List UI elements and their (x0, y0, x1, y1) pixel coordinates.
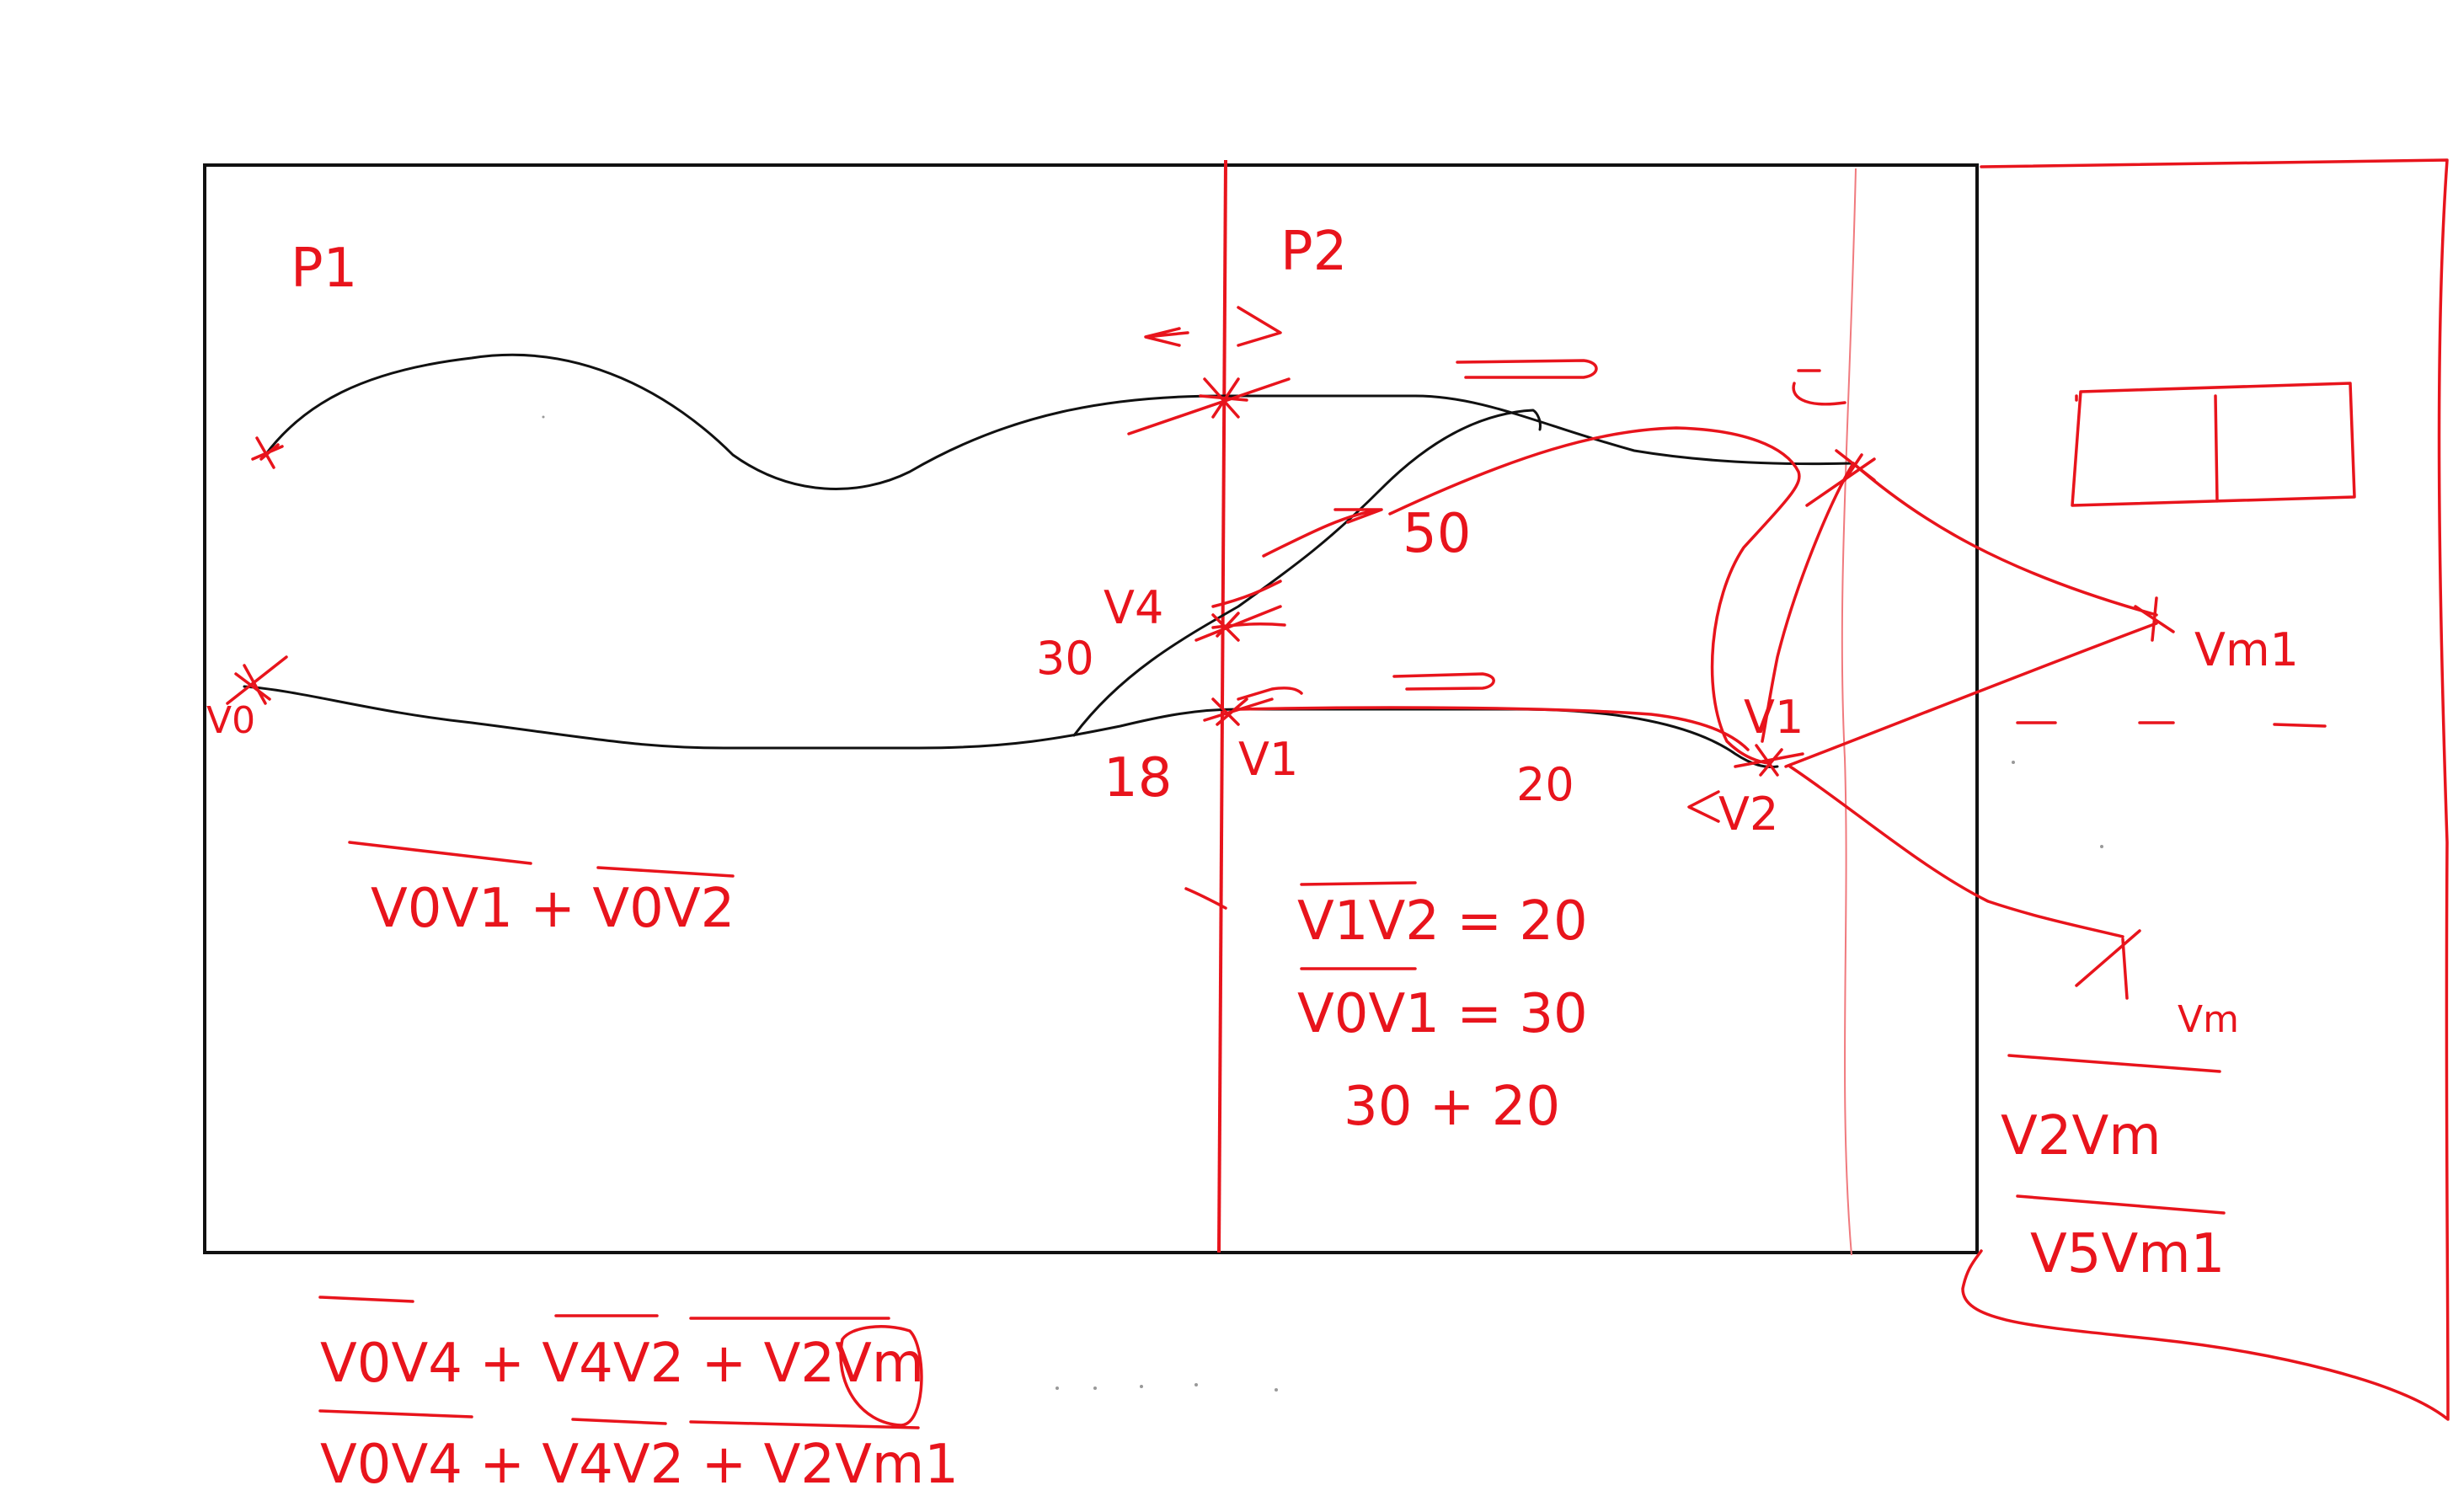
arrow-right-long (1456, 359, 1598, 379)
vertex-label-vm: Vm (2178, 998, 2239, 1041)
vertex-marker-vm1 (2134, 596, 2175, 642)
weight-50: 50 (1403, 503, 1471, 565)
vertex-marker-right-top (1805, 449, 1876, 507)
overline-e8 (318, 1409, 920, 1429)
red-line-p2-lower (1237, 706, 1750, 751)
arrow-left-top (1144, 327, 1189, 347)
expression-e1: V0V1 + V0V2 (371, 878, 735, 940)
expression-e5: V2Vm (2001, 1105, 2162, 1167)
expression-e2: V1V2 = 20 (1297, 890, 1588, 953)
weight-20: 20 (1516, 758, 1574, 811)
arrow-right-top (1237, 306, 1282, 347)
red-line-v1-to-vm (1788, 765, 2124, 938)
circle-vm (839, 1325, 923, 1427)
expression-e4: 30 + 20 (1344, 1076, 1560, 1138)
overline-e7 (318, 1296, 890, 1320)
expression-e3: V0V1 = 30 (1297, 983, 1588, 1045)
expression-e6: V5Vm1 (2030, 1223, 2225, 1285)
vertex-label-v0: V0 (206, 699, 255, 742)
vertex-marker-v4 (1194, 605, 1282, 642)
vertex-label-vm1: Vm1 (2194, 623, 2299, 676)
weight-18: 18 (1104, 747, 1172, 809)
overline-e2 (1300, 881, 1417, 886)
red-line-top-to-vm1 (1852, 462, 2158, 617)
region-label-p2: P2 (1280, 221, 1347, 283)
arrow-left-v2 (1687, 790, 1720, 823)
faint-dots (542, 415, 2103, 1392)
vertex-marker-vm (2075, 929, 2141, 1000)
vertex-marker-upper-divider (1127, 377, 1291, 435)
overline-e5 (2007, 1054, 2221, 1073)
diagonal-path-curve (1072, 409, 1542, 737)
thin-boundary-line (1841, 168, 1857, 1256)
arrow-right-lower (1392, 672, 1495, 691)
vertex-label-v1-lower: V1 (1238, 733, 1298, 786)
vertex-marker-top-left (251, 436, 284, 469)
tick-mark-left (1184, 887, 1227, 910)
overline-e6 (2016, 1194, 2226, 1215)
arrow-top-right (1792, 369, 1846, 406)
vertex-label-v4: V4 (1104, 581, 1163, 634)
weight-30: 30 (1036, 632, 1094, 685)
main-boundary-rectangle (203, 163, 1979, 1254)
arrow-lower-small (1237, 687, 1303, 701)
vertex-label-v1: V1 (1744, 691, 1804, 744)
expression-e7: V0V4 + V4V2 + V2Vm (320, 1333, 924, 1395)
lower-path-curve (243, 685, 1779, 768)
region-label-p1: P1 (291, 238, 357, 300)
red-line-top-to-v1 (1761, 462, 1855, 743)
vertex-marker-v1 (1734, 744, 1804, 777)
red-curve-to-v1 (1388, 426, 1801, 765)
small-rect-sketch (2071, 382, 2356, 507)
vertex-label-v2: V2 (1718, 788, 1778, 841)
small-rect-dashes (2016, 721, 2327, 728)
region-divider-line (1217, 159, 1227, 1253)
arrow-right-mid (1262, 508, 1383, 558)
expression-e8: V0V4 + V4V2 + V2Vm1 (320, 1434, 959, 1496)
arrow-v4-left (1211, 580, 1282, 608)
vertex-marker-lower-divider (1203, 697, 1274, 726)
right-bracket-shape (1961, 158, 2450, 1421)
upper-path-curve (264, 353, 1855, 490)
vertex-marker-v0 (226, 655, 288, 705)
overline-e1 (348, 841, 735, 878)
red-line-v1-to-vm1 (1784, 622, 2158, 768)
